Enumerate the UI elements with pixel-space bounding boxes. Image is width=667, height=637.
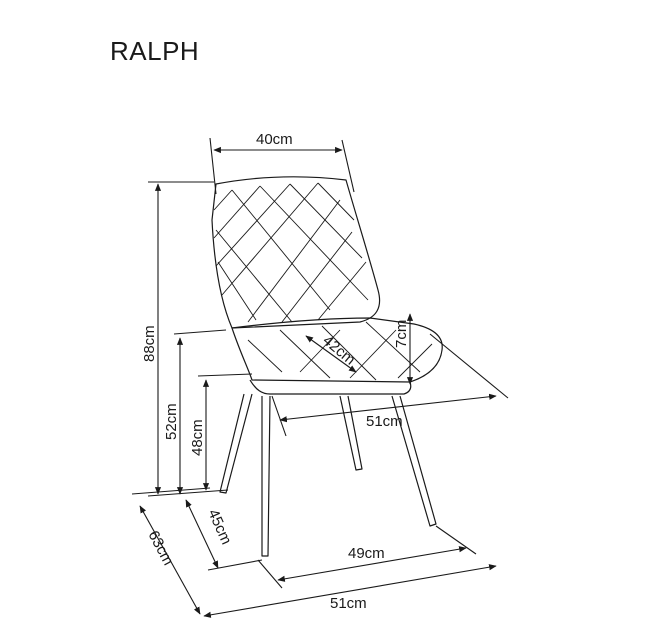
leg-back-left: [339, 395, 363, 471]
chair-outline: [211, 176, 443, 557]
dim-total-width: 51cm: [330, 595, 367, 612]
backrest-quilting: [213, 182, 369, 323]
dim-backrest-width: 40cm: [256, 131, 293, 148]
dim-leg-span: 49cm: [348, 545, 385, 562]
dim-total-height: 88cm: [141, 325, 158, 362]
backrest: [211, 176, 381, 329]
dim-armrest-floor-height: 52cm: [163, 403, 180, 440]
product-name: RALPH: [110, 36, 200, 66]
leg-front-right: [261, 395, 271, 557]
dim-armrest-height: 7cm: [393, 320, 410, 348]
dim-seat-width: 51cm: [366, 413, 403, 430]
leg-back-right: [391, 395, 437, 527]
dim-seat-to-floor-depth: 45cm: [204, 507, 234, 547]
dim-total-depth: 63cm: [144, 528, 176, 568]
leg-front-left: [219, 393, 253, 494]
dim-seat-height: 48cm: [189, 419, 206, 456]
